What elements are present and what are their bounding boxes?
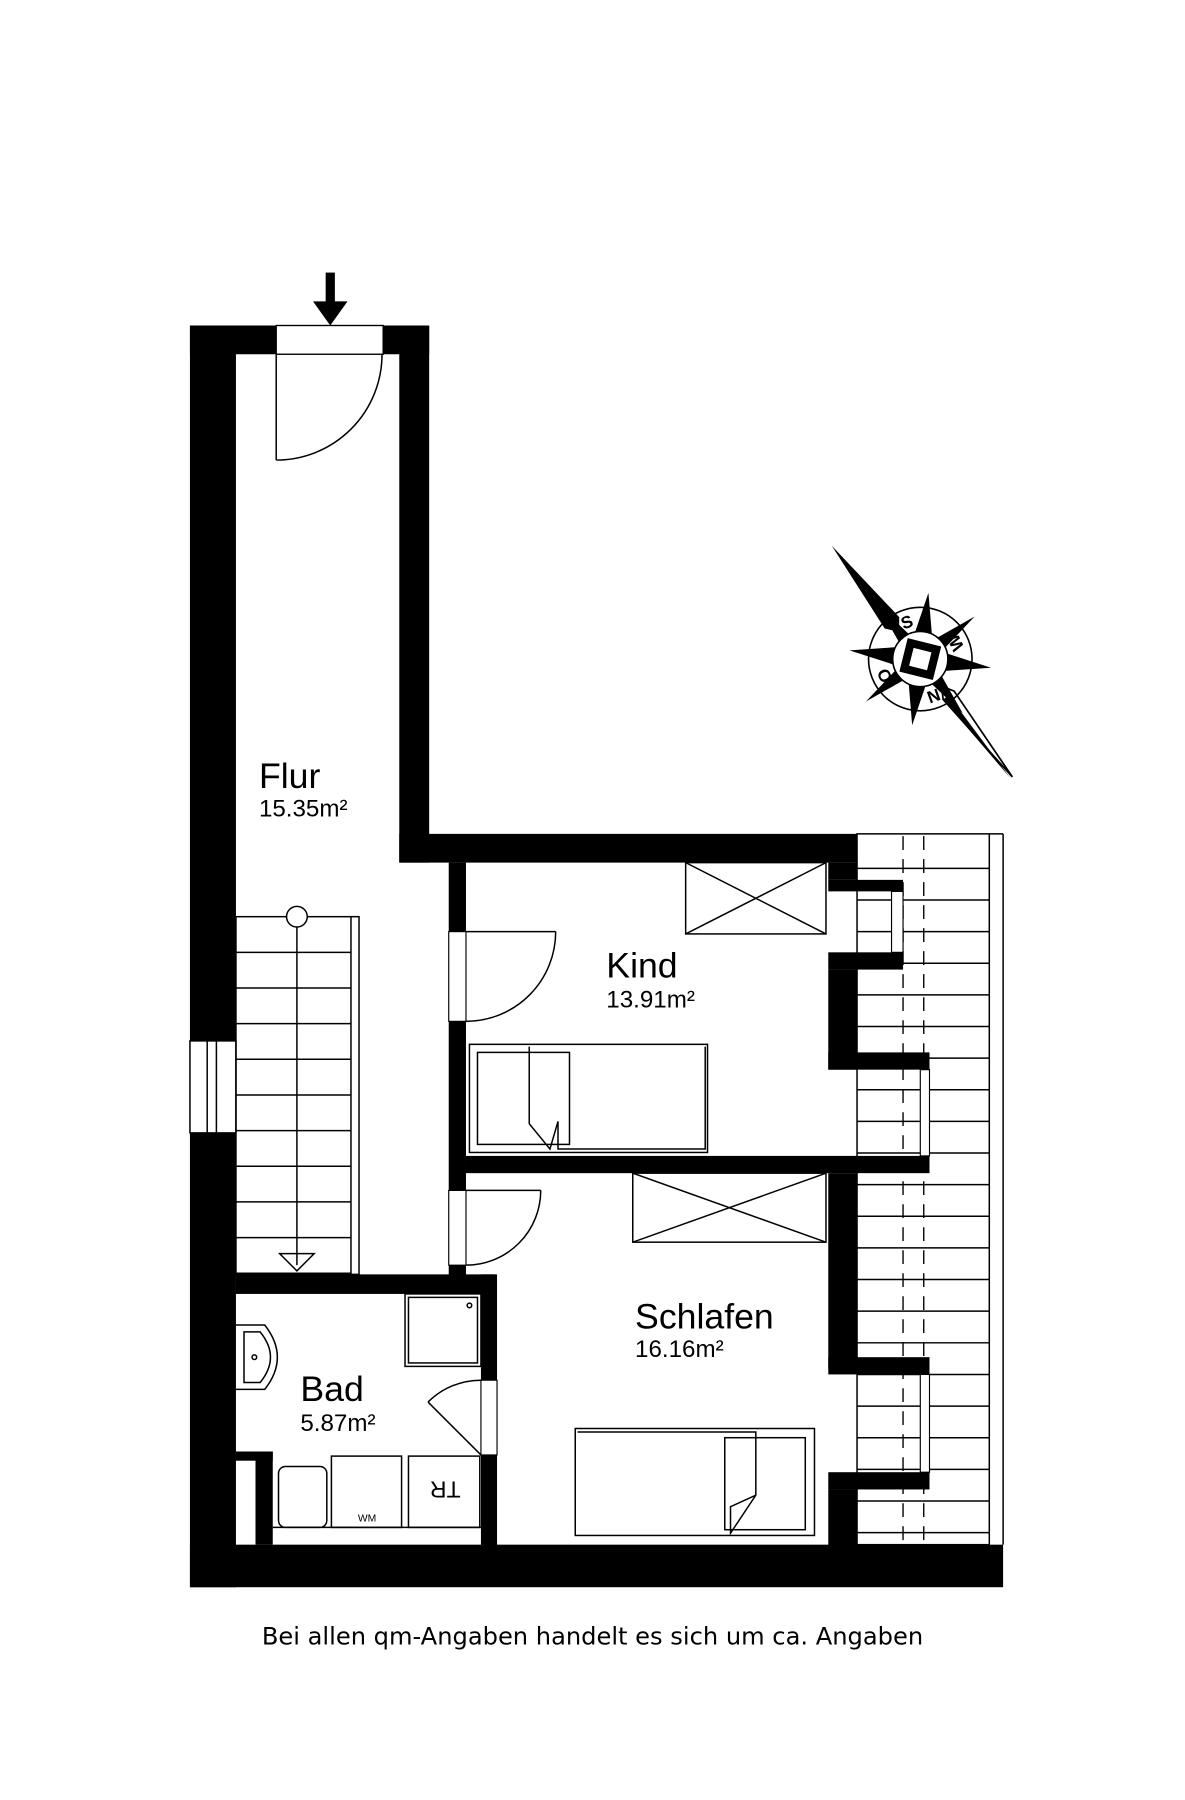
door-bad — [427, 1379, 498, 1456]
room-area-bad: 5.87m² — [300, 1410, 375, 1437]
door-kind — [448, 930, 557, 1023]
room-area-schlafen: 16.16m² — [635, 1336, 724, 1363]
room-name-kind: Kind — [606, 946, 677, 986]
compass-rose-icon: S W N O — [831, 545, 1014, 779]
washing-machine-label: WM — [358, 1514, 376, 1525]
room-name-flur: Flur — [259, 756, 321, 796]
room-name-bad: Bad — [300, 1369, 363, 1409]
footer-note: Bei allen qm-Angaben handelt es sich um … — [262, 1623, 923, 1651]
wardrobe-schlafen — [632, 1172, 827, 1243]
bed-kind — [468, 1043, 709, 1154]
dryer-label: TR — [430, 1476, 461, 1502]
walls — [189, 325, 1004, 1588]
entrance-door — [275, 324, 384, 461]
room-area-flur: 15.35m² — [259, 796, 348, 823]
arrow-down-icon — [313, 272, 348, 326]
bathroom-fixtures: WM TR — [235, 1293, 482, 1529]
staircase — [235, 905, 360, 1276]
door-schlafen — [448, 1189, 542, 1266]
windows — [189, 890, 931, 1473]
room-name-schlafen: Schlafen — [635, 1296, 774, 1336]
doors — [275, 324, 557, 1456]
wardrobe-kind — [684, 861, 827, 935]
bed-schlafen — [574, 1427, 816, 1537]
room-area-kind: 13.91m² — [606, 987, 695, 1014]
